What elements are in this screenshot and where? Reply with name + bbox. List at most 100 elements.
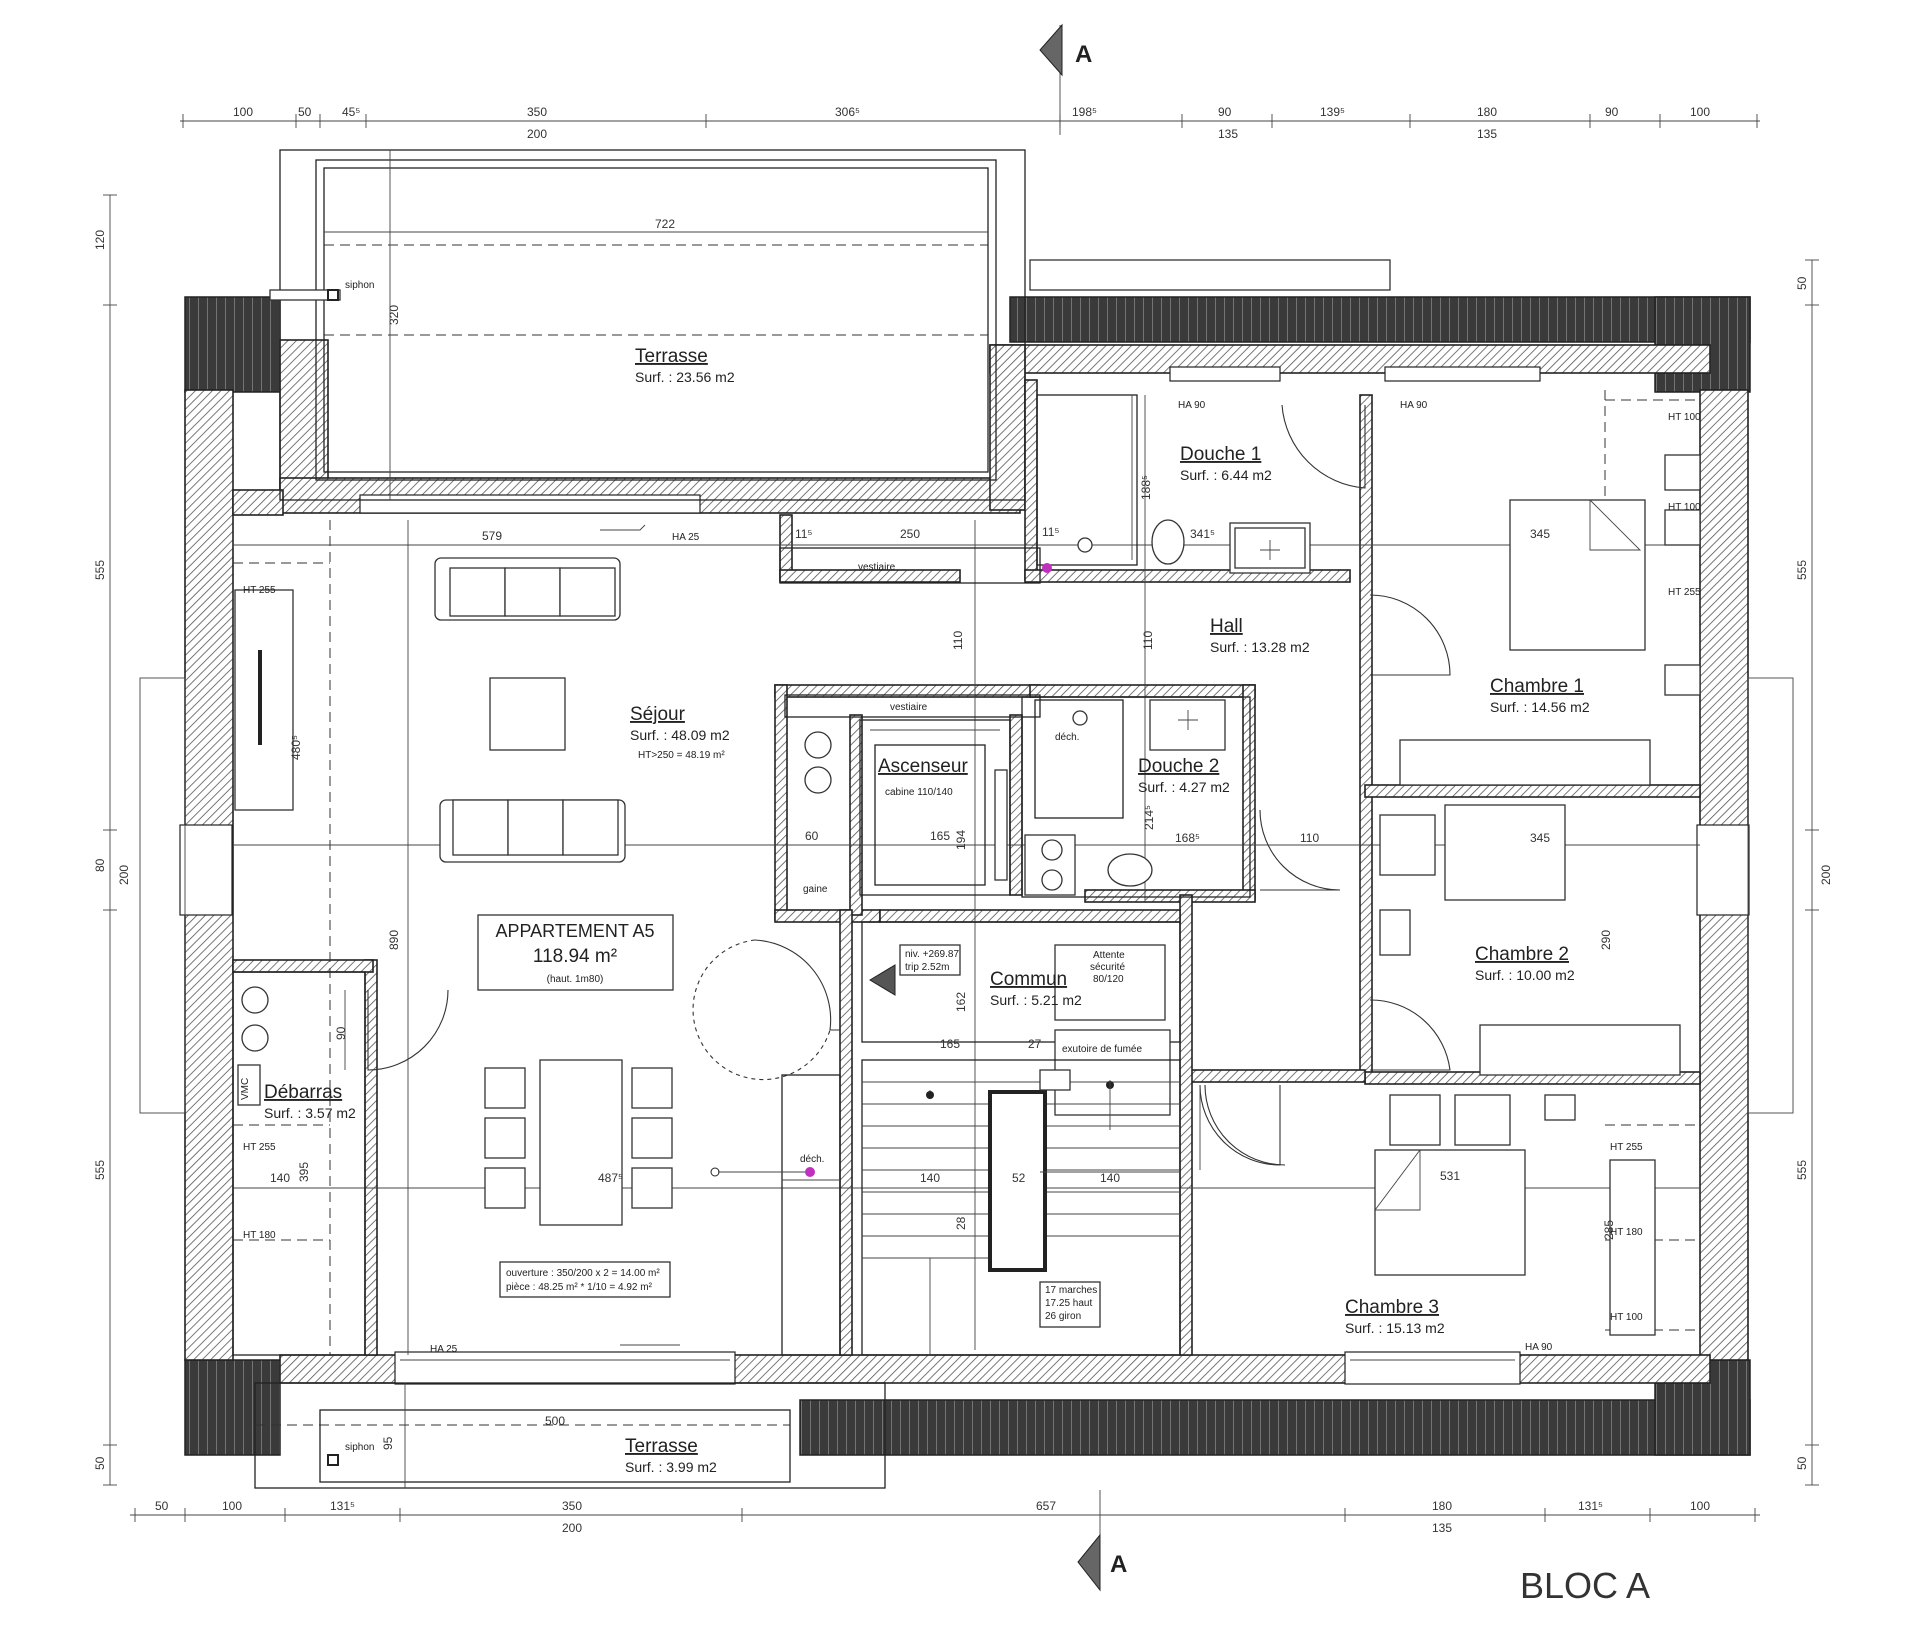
apartment-label-box [477, 914, 674, 991]
ha-label: HA 90 [1525, 1342, 1553, 1353]
ha25-label: HA 25 [430, 1344, 458, 1355]
dimension-top: 100 50 45⁵ 350 306⁵ 198⁵ 90 139⁵ 180 90 … [180, 105, 1760, 141]
room-note: cabine 110/140 [885, 787, 953, 798]
section-marker-bottom: A [1077, 1490, 1127, 1592]
room-surface: Surf. : 4.27 m2 [1138, 779, 1230, 795]
section-label: A [1110, 1551, 1127, 1578]
room-name: Terrasse [625, 1436, 698, 1457]
commun-room: niv. +269.87 trip 2.52m Attente sécurité… [692, 921, 1181, 1116]
room-surface: Surf. : 23.56 m2 [635, 369, 735, 385]
dim-label: 100 [1690, 105, 1710, 119]
room-name: Séjour [630, 704, 686, 725]
dim-label: 200 [527, 127, 547, 141]
dim-label: 200 [562, 1521, 582, 1535]
attente-label: Attente [1093, 950, 1125, 961]
dim-label: 11⁵ [1042, 525, 1059, 539]
ht-label: HT 100 [1668, 412, 1701, 423]
dimension-bottom: 50 100 131⁵ 350 657 180 131⁵ 100 200 135 [130, 1499, 1760, 1535]
room-surface: Surf. : 3.99 m2 [625, 1459, 717, 1475]
dim-label: 110 [951, 631, 965, 650]
dim-label: 555 [93, 1160, 107, 1180]
dim-label: 45⁵ [342, 105, 360, 119]
apartment-name: APPARTEMENT A5 [495, 921, 654, 941]
window-bays [139, 677, 1794, 1114]
stairs-label: 17.25 haut [1045, 1298, 1092, 1309]
dim-label: 214⁵ [1142, 805, 1156, 830]
dim-label: 135 [1432, 1521, 1452, 1535]
dim-label: 555 [1795, 560, 1809, 580]
dim-label: 100 [233, 105, 253, 119]
ht-label: HT 100 [1668, 502, 1701, 513]
dim-label: 555 [1795, 1160, 1809, 1180]
dim-label: 80 [93, 858, 107, 872]
dim-label: 100 [1690, 1499, 1710, 1513]
apartment-area: 118.94 m² [533, 946, 617, 967]
terrace-bottom: siphon 95 500 Terrasse Surf. : 3.99 m2 [254, 1382, 886, 1489]
dim-label: 27 [1028, 1037, 1042, 1051]
dim-label: 28 [954, 1216, 968, 1230]
dim-label: 139⁵ [1320, 105, 1345, 119]
dim-label: 140 [920, 1171, 940, 1185]
dim-label: 100 [222, 1499, 242, 1513]
room-surface: Surf. : 10.00 m2 [1475, 967, 1575, 983]
room-name: Chambre 3 [1345, 1297, 1439, 1318]
dim-label: 200 [1819, 865, 1833, 885]
dim-label: 140 [270, 1171, 290, 1185]
dimension-right: 50 555 200 555 50 [1795, 259, 1833, 1486]
ouverture-line: pièce : 48.25 m² * 1/10 = 4.92 m² [506, 1282, 653, 1293]
chambre1-room: Chambre 1 Surf. : 14.56 m2 345 HA 90 HT … [1399, 400, 1701, 786]
debarras-room: VMC 90 Débarras Surf. : 3.57 m2 140 395 [232, 971, 449, 1356]
ha-label: HA 90 [1178, 400, 1206, 411]
dim-label: 890 [387, 930, 401, 950]
dim-label: 11⁵ [795, 527, 812, 541]
dim-label: 194 [954, 830, 968, 850]
hall-cabinets: déch. [710, 1074, 841, 1356]
room-note: HT>250 = 48.19 m² [638, 750, 725, 761]
ht-label: HT 255 [1610, 1142, 1643, 1153]
dim-label: 350 [562, 1499, 582, 1513]
ht-label: HT 255 [243, 585, 276, 596]
ha25-label: HA 25 [672, 532, 700, 543]
douche1-room: Douche 1 Surf. : 6.44 m2 HA 90 188⁵ 341⁵… [1036, 394, 1366, 574]
room-surface: Surf. : 6.44 m2 [1180, 467, 1272, 483]
attente-label: 80/120 [1093, 974, 1124, 985]
ouverture-line: ouverture : 350/200 x 2 = 14.00 m² [506, 1268, 660, 1279]
dim-label: 350 [527, 105, 547, 119]
dim-label: 95 [381, 1436, 395, 1450]
dim-label: 180 [1432, 1499, 1452, 1513]
dim-label: 168⁵ [1175, 831, 1200, 845]
dim-label: 162 [954, 992, 968, 1012]
attente-label: sécurité [1090, 962, 1125, 973]
bed [1509, 499, 1646, 651]
dim-label: 345 [1530, 527, 1550, 541]
ouverture-box [499, 1261, 671, 1298]
section-marker-top: A [1039, 23, 1092, 135]
room-name: Chambre 1 [1490, 676, 1584, 697]
coffee-table [489, 677, 566, 751]
staircase: 17 marches 17.25 haut 26 giron 140 52 14… [861, 1059, 1181, 1356]
dim-label: 198⁵ [1072, 105, 1097, 119]
room-name: Commun [990, 969, 1067, 990]
room-name: Ascenseur [878, 756, 968, 777]
dim-label: 110 [1300, 831, 1319, 845]
room-name: Douche 2 [1138, 756, 1219, 777]
dim-label: 110 [1141, 631, 1155, 650]
dim-label: 131⁵ [1578, 1499, 1603, 1513]
siphon-label: siphon [345, 1442, 374, 1453]
dim-label: 290 [1599, 930, 1613, 950]
room-surface: Surf. : 5.21 m2 [990, 992, 1082, 1008]
bloc-label: BLOC A [1520, 1565, 1650, 1606]
ht-label: HT 180 [243, 1230, 276, 1241]
dim-label: 90 [1605, 105, 1619, 119]
dim-label: 50 [1795, 1456, 1809, 1470]
room-surface: Surf. : 13.28 m2 [1210, 639, 1310, 655]
room-surface: Surf. : 3.57 m2 [264, 1105, 356, 1121]
dim-label: 250 [900, 527, 920, 541]
dim-label: 50 [1795, 276, 1809, 290]
dining-table [484, 1059, 673, 1226]
ascenseur-room: Ascenseur cabine 110/140 gaine 60 165 19… [803, 719, 1011, 896]
dim-label: 120 [93, 230, 107, 250]
dim-label: 50 [93, 1456, 107, 1470]
dim-label: 52 [1012, 1171, 1026, 1185]
sofa [439, 799, 626, 863]
